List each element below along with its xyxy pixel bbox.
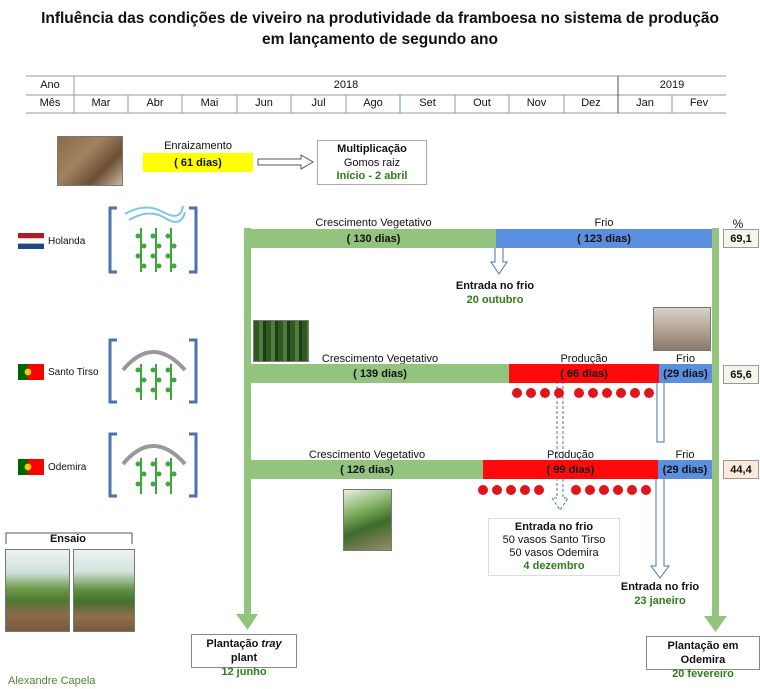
odemira-percent: 44,4	[723, 460, 759, 479]
greenhouse-icon-santo-tirso	[108, 338, 198, 404]
santo-tirso-cold-label: Frio	[676, 353, 695, 365]
month-jun: Jun	[255, 97, 273, 109]
cold-storage-photo	[653, 307, 711, 351]
planting-tray-title-prefix: Plantação	[206, 638, 262, 650]
month-mai: Mai	[200, 97, 219, 109]
author: Alexandre Capela	[8, 675, 96, 687]
cold-entry-january-date: 23 janeiro	[634, 595, 686, 607]
greenhouse-icon-odemira	[108, 432, 198, 498]
month-ago: Ago	[363, 97, 383, 109]
trial-photo-1	[5, 549, 70, 632]
cold-entry-december-title: Entrada no frio	[514, 521, 594, 533]
planting-tray-title-italic: tray	[261, 638, 282, 650]
odemira-growth-bar: ( 126 dias)	[251, 460, 483, 479]
holanda-cold-bar: ( 123 dias)	[496, 229, 712, 248]
holanda-growth-label: Crescimento Vegetativo	[315, 217, 432, 229]
holanda-cold-entry: Entrada no frio	[455, 280, 535, 292]
month-out: Out	[473, 97, 491, 109]
country-odemira: Odemira	[48, 462, 87, 473]
ensaio-bracket	[5, 532, 133, 544]
holanda-cold-label: Frio	[594, 217, 614, 229]
odemira-prod-bar: ( 99 dias)	[483, 460, 658, 479]
odemira-prod-label: Produção	[546, 449, 595, 461]
planting-odemira-date: 20 fevereiro	[672, 668, 734, 680]
raspberry-row-santo-tirso	[512, 388, 654, 398]
percent-header: %	[732, 217, 744, 231]
month-mar: Mar	[91, 97, 111, 109]
ensaio-label: Ensaio	[49, 533, 87, 545]
odemira-cold-bar: (29 dias)	[658, 460, 712, 479]
month-abr: Abr	[146, 97, 164, 109]
month-nov: Nov	[526, 97, 547, 109]
cold-entry-december-line2: 50 vasos Odemira	[509, 547, 599, 559]
nursery-photo	[253, 320, 309, 362]
planting-odemira-box: Plantação em Odemira 20 fevereiro	[646, 636, 760, 680]
holanda-growth-bar: ( 130 dias)	[251, 229, 496, 248]
month-dez: Dez	[581, 97, 601, 109]
plant-photo	[343, 489, 392, 551]
odemira-growth-label: Crescimento Vegetativo	[308, 449, 426, 461]
rooting-days: ( 61 dias)	[143, 153, 253, 172]
rooting-photo	[57, 136, 123, 186]
greenhouse-icon-holanda	[108, 205, 198, 274]
planting-odemira-title: Plantação em Odemira	[667, 640, 739, 666]
santo-tirso-growth-bar: ( 139 dias)	[251, 364, 509, 383]
planting-tray-date: 12 junho	[221, 666, 267, 678]
netherlands-flag-icon	[18, 233, 44, 249]
holanda-percent: 69,1	[723, 229, 759, 248]
multiplication-title: Multiplicação	[337, 143, 407, 155]
year-2018: 2018	[333, 79, 359, 91]
santo-tirso-prod-label: Produção	[560, 353, 608, 365]
year-label: Ano	[40, 79, 60, 91]
month-set: Set	[419, 97, 436, 109]
page-title: Influência das condições de viveiro na p…	[0, 8, 760, 50]
rooting-arrow	[257, 154, 314, 170]
rooting-label: Enraizamento	[164, 140, 232, 152]
month-jan: Jan	[636, 97, 654, 109]
cold-entry-january-title: Entrada no frio	[620, 581, 700, 593]
odemira-cold-label: Frio	[675, 449, 695, 461]
santo-tirso-prod-bar: ( 66 dias)	[509, 364, 659, 383]
month-label: Mês	[39, 97, 61, 109]
timeline-grid	[26, 75, 726, 114]
portugal-flag-icon	[18, 459, 44, 475]
portugal-flag-icon	[18, 364, 44, 380]
title-line-2: em lançamento de segundo ano	[262, 31, 498, 48]
multiplication-start: Início - 2 abril	[336, 170, 408, 182]
planting-tray-box: Plantação tray plant 12 junho	[191, 634, 297, 678]
planting-tray-title: Plantação tray plant	[192, 637, 296, 665]
cold-entry-december-line1: 50 vasos Santo Tirso	[502, 534, 606, 546]
raspberry-row-odemira	[478, 485, 651, 495]
santo-tirso-growth-label: Crescimento Vegetativo	[321, 353, 439, 365]
santo-tirso-percent: 65,6	[723, 365, 759, 384]
holanda-cold-entry-date: 20 outubro	[466, 294, 524, 306]
country-holanda: Holanda	[48, 236, 86, 247]
santo-tirso-cold-bar: (29 dias)	[659, 364, 712, 383]
trial-photo-2	[73, 549, 135, 632]
multiplication-sub: Gomos raiz	[343, 156, 401, 169]
cold-entry-december-box: Entrada no frio 50 vasos Santo Tirso 50 …	[488, 518, 620, 576]
multiplication-box: Multiplicação Gomos raiz Início - 2 abri…	[317, 140, 427, 185]
cold-entry-december-date: 4 dezembro	[523, 560, 585, 572]
planting-tray-title-suffix: plant	[230, 652, 258, 664]
title-line-1: Influência das condições de viveiro na p…	[41, 10, 719, 27]
month-jul: Jul	[311, 97, 326, 109]
year-2019: 2019	[659, 79, 685, 91]
country-santo-tirso: Santo Tirso	[48, 367, 99, 378]
month-fev: Fev	[689, 97, 709, 109]
